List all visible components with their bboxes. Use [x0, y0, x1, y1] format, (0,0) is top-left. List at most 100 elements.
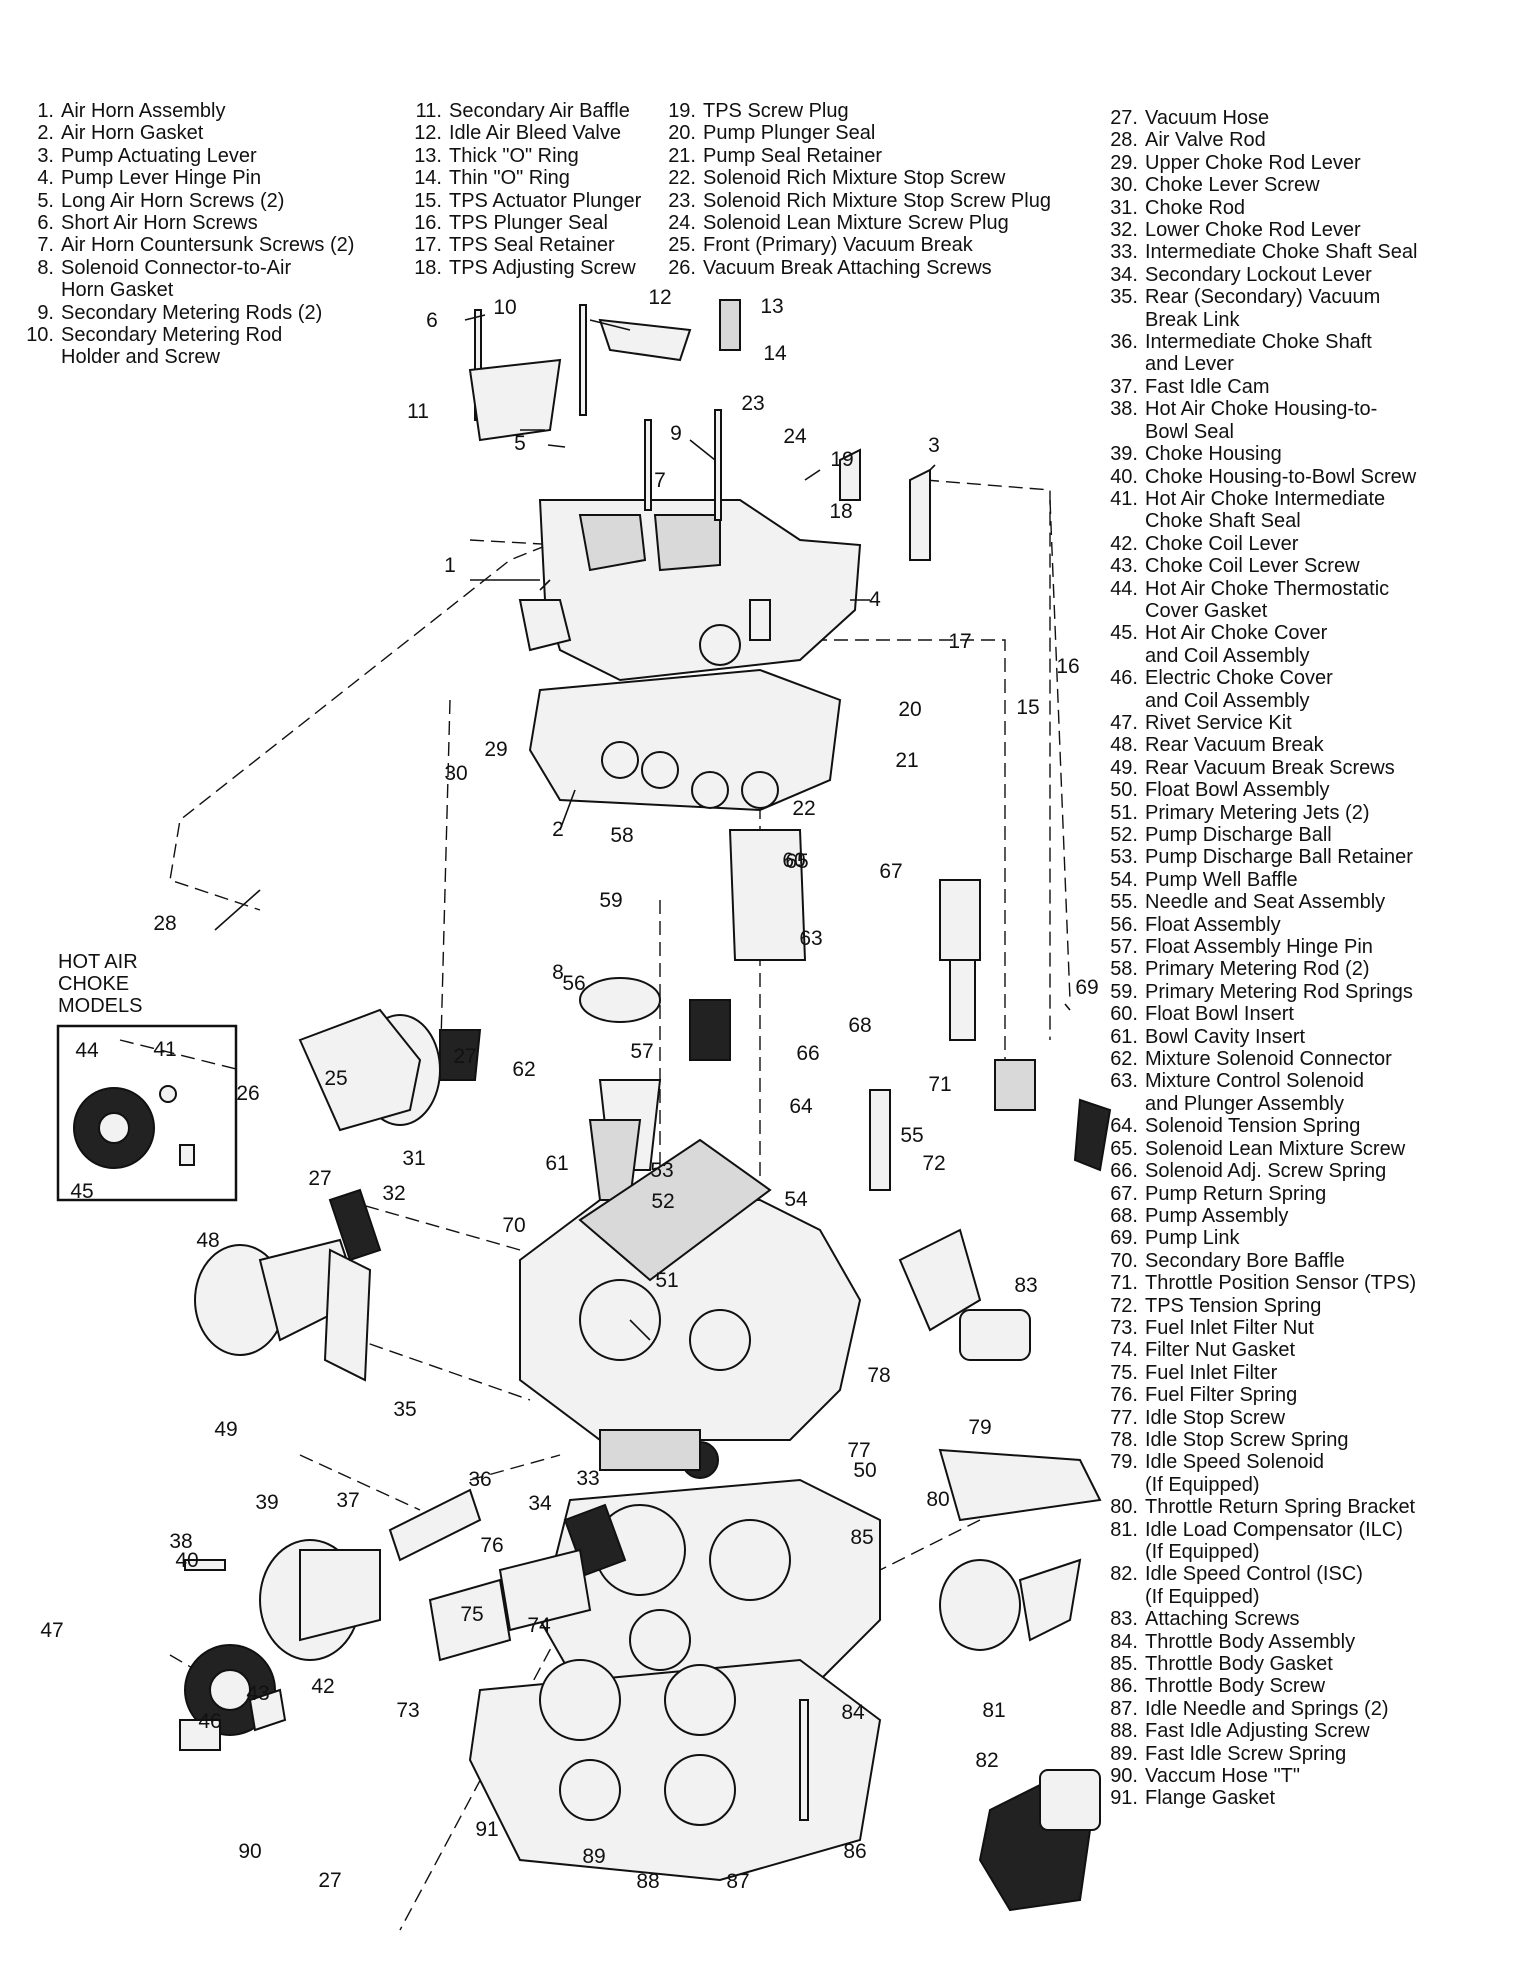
- legend-item-label: Vacuum Hose: [1145, 107, 1270, 129]
- legend-item: 58.Primary Metering Rod (2): [1102, 958, 1417, 980]
- legend-item: 31.Choke Rod: [1102, 197, 1417, 219]
- legend-item-number: 29.: [1110, 151, 1138, 174]
- legend-item-number: 88.: [1110, 1720, 1138, 1743]
- callout-number: 9: [670, 422, 682, 445]
- legend-item: 38.Hot Air Choke Housing-to- Bowl Seal: [1102, 398, 1417, 443]
- callout-number: 22: [792, 797, 815, 820]
- legend-item-label: TPS Plunger Seal: [449, 212, 608, 235]
- legend-item-number: 60.: [1110, 1003, 1138, 1026]
- legend-item-label: Solenoid Tension Spring: [1145, 1115, 1361, 1138]
- legend-item-number: 90.: [1110, 1765, 1138, 1788]
- vacuum-break-assemblies: [194, 1008, 482, 1382]
- legend-item: 85.Throttle Body Gasket: [1102, 1653, 1417, 1675]
- legend-item-label: Idle Load Compensator (ILC) (If Equipped…: [1145, 1518, 1403, 1563]
- callout-number: 26: [236, 1082, 259, 1105]
- callout-number: 77: [847, 1439, 870, 1462]
- upper-small-parts: [468, 299, 931, 561]
- legend-item-label: Rear Vacuum Break Screws: [1145, 756, 1395, 779]
- callout-number: 5: [514, 432, 526, 455]
- legend-item: 15.TPS Actuator Plunger: [408, 190, 641, 212]
- legend-item-number: 59.: [1110, 980, 1138, 1003]
- legend-item-label: Solenoid Lean Mixture Screw Plug: [703, 212, 1009, 235]
- hot-air-choke-inset-parts: [56, 1024, 238, 1202]
- inset-title-line-1: HOT AIR: [58, 951, 138, 973]
- legend-item: 67. Pump Return Spring: [1102, 1183, 1417, 1205]
- legend-item-number: 55.: [1110, 891, 1138, 914]
- legend-item-label: Pump Discharge Ball: [1145, 824, 1332, 846]
- callout-number: 28: [153, 912, 176, 935]
- legend-item: 7.Air Horn Countersunk Screws (2): [20, 234, 354, 256]
- callout-number: 19: [830, 448, 853, 471]
- legend-item-number: 13.: [414, 144, 442, 167]
- legend-item-number: 61.: [1110, 1025, 1138, 1048]
- legend-item-label: Long Air Horn Screws (2): [61, 189, 285, 212]
- callout-number: 52: [651, 1190, 674, 1213]
- legend-item-label: Solenoid Connector-to-Air Horn Gasket: [61, 256, 292, 302]
- callout-number: 91: [475, 1818, 498, 1841]
- callout-number: 15: [1016, 696, 1039, 719]
- legend-item-number: 32.: [1110, 219, 1138, 242]
- legend-item-number: 49.: [1110, 756, 1138, 779]
- callout-number: 61: [545, 1152, 568, 1175]
- callout-number: 64: [789, 1095, 813, 1118]
- legend-item-label: Bowl Cavity Insert: [1145, 1025, 1306, 1048]
- legend-item-label: Float Assembly Hinge Pin: [1145, 936, 1373, 959]
- legend-item: 82.Idle Speed Control (ISC) (If Equipped…: [1102, 1563, 1417, 1608]
- legend-item-number: 67.: [1110, 1182, 1138, 1205]
- legend-item-label: Solenoid Rich Mixture Stop Screw: [703, 167, 1006, 190]
- callout-number: 70: [502, 1214, 525, 1237]
- legend-item-number: 30.: [1110, 174, 1138, 197]
- legend-item-number: 83.: [1110, 1608, 1138, 1631]
- legend-item: 1.Air Horn Assembly: [20, 100, 354, 122]
- callout-number: 69: [1075, 976, 1098, 999]
- legend-item-number: 69.: [1110, 1227, 1138, 1250]
- callout-number: 56: [562, 972, 585, 995]
- legend-item-label: Thin "O" Ring: [449, 167, 570, 190]
- legend-item-label: Choke Coil Lever: [1145, 532, 1299, 555]
- legend-item: 5.Long Air Horn Screws (2): [20, 190, 354, 212]
- legend-item-number: 16.: [414, 212, 442, 235]
- legend-item: 46.Electric Choke Cover and Coil Assembl…: [1102, 667, 1417, 712]
- callout-number: 81: [982, 1699, 1005, 1722]
- legend-item-number: 52.: [1110, 824, 1138, 846]
- legend-item-number: 75.: [1110, 1361, 1138, 1384]
- callout-number: 34: [528, 1492, 552, 1515]
- legend-item-label: TPS Adjusting Screw: [449, 256, 636, 279]
- legend-item: 28.Air Valve Rod: [1102, 129, 1417, 151]
- legend-item: 87.Idle Needle and Springs (2): [1102, 1698, 1417, 1720]
- legend-item-label: Throttle Position Sensor (TPS): [1145, 1272, 1417, 1295]
- legend-item-number: 64.: [1110, 1115, 1138, 1138]
- legend-item: 66.Solenoid Adj. Screw Spring: [1102, 1160, 1417, 1182]
- legend-item-label: Thick "O" Ring: [449, 144, 579, 167]
- legend-item-label: Mixture Control Solenoid and Plunger Ass…: [1145, 1070, 1364, 1115]
- legend-item-number: 89.: [1110, 1742, 1138, 1765]
- legend-item-label: Pump Return Spring: [1145, 1182, 1327, 1205]
- legend-item-label: Idle Needle and Springs (2): [1145, 1697, 1389, 1720]
- callout-number: 66: [796, 1042, 819, 1065]
- legend-item-label: Idle Speed Control (ISC) (If Equipped): [1145, 1563, 1363, 1608]
- callout-number: 41: [153, 1038, 176, 1061]
- legend-item-number: 25.: [668, 234, 696, 257]
- legend-item: 70.Secondary Bore Baffle: [1102, 1250, 1417, 1272]
- legend-item-number: 65.: [1110, 1137, 1138, 1160]
- legend-item-label: Hot Air Choke Housing-to- Bowl Seal: [1145, 398, 1378, 443]
- legend-item: 25.Front (Primary) Vacuum Break: [662, 234, 1051, 256]
- callout-number: 82: [975, 1749, 998, 1772]
- legend-item: 81.Idle Load Compensator (ILC) (If Equip…: [1102, 1519, 1417, 1564]
- legend-item-label: Fuel Filter Spring: [1145, 1384, 1298, 1407]
- legend-item-label: Electric Choke Cover and Coil Assembly: [1145, 667, 1333, 712]
- callout-number: 37: [336, 1489, 359, 1512]
- legend-item-label: Short Air Horn Screws: [61, 212, 258, 235]
- legend-item-number: 20.: [668, 122, 696, 145]
- callout-number: 75: [460, 1603, 483, 1626]
- legend-item: 23.Solenoid Rich Mixture Stop Screw Plug: [662, 190, 1051, 212]
- callout-number: 63: [799, 927, 822, 950]
- callout-number: 23: [741, 392, 764, 415]
- callout-number: 10: [493, 296, 516, 319]
- legend-item-number: 76.: [1110, 1384, 1138, 1407]
- callout-number: 49: [214, 1418, 237, 1441]
- legend-item-number: 53.: [1110, 846, 1138, 869]
